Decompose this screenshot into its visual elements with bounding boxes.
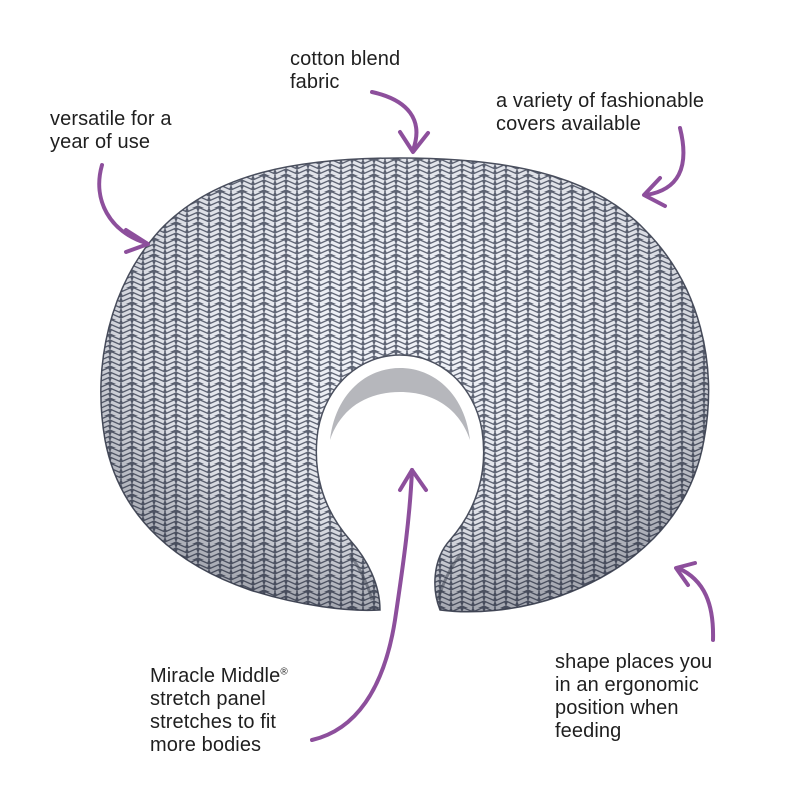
callout-miracle-line-4: more bodies bbox=[150, 734, 262, 756]
arrow-icon-miracle bbox=[310, 468, 428, 742]
callout-shape-line-3: position when bbox=[555, 697, 679, 719]
callout-shape-line-4: feeding bbox=[555, 720, 622, 742]
arrow-icon-shape bbox=[674, 561, 716, 642]
callout-covers: a variety of fashionable covers availabl… bbox=[496, 90, 704, 136]
callout-shape-line-2: in an ergonomic bbox=[555, 674, 699, 696]
callout-miracle-line-1: Miracle Middle® bbox=[150, 665, 288, 688]
callout-covers-line-2: covers available bbox=[496, 113, 642, 135]
callout-miracle-line-3: stretches to fit bbox=[150, 711, 277, 733]
callout-fabric-line-1: cotton blend bbox=[290, 48, 401, 70]
arrow-icon-fabric bbox=[370, 90, 430, 154]
arrow-icon-covers bbox=[642, 126, 686, 208]
callout-versatile-line-1: versatile for a bbox=[50, 108, 172, 130]
miracle-middle-brand: Miracle Middle bbox=[150, 665, 281, 687]
callout-versatile: versatile for a year of use bbox=[50, 108, 172, 154]
callout-shape-line-1: shape places you bbox=[555, 651, 713, 673]
registered-mark: ® bbox=[280, 666, 288, 678]
callout-fabric-line-2: fabric bbox=[290, 71, 340, 93]
callout-covers-line-1: a variety of fashionable bbox=[496, 90, 705, 112]
arrow-icon-versatile bbox=[97, 163, 150, 254]
callout-shape: shape places you in an ergonomic positio… bbox=[555, 651, 712, 743]
callout-versatile-line-2: year of use bbox=[50, 131, 151, 153]
callout-miracle-middle: Miracle Middle® stretch panel stretches … bbox=[150, 665, 288, 757]
callout-fabric: cotton blend fabric bbox=[290, 48, 400, 94]
callout-miracle-line-2: stretch panel bbox=[150, 688, 266, 710]
